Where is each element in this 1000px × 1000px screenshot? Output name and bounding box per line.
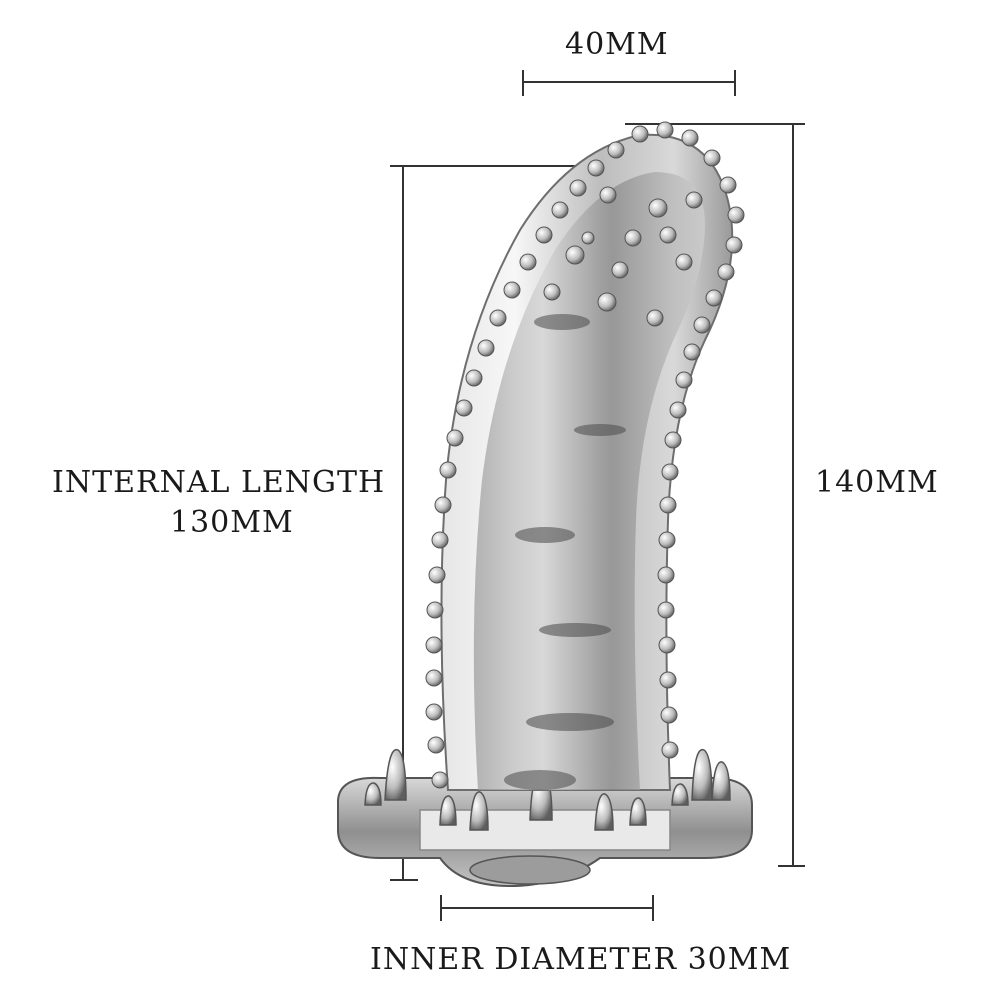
width-label: 40MM (565, 27, 669, 62)
inner-nubs (543, 186, 703, 327)
height-label: 140MM (815, 465, 939, 500)
internal-length-label: INTERNAL LENGTH (52, 465, 386, 500)
internal-ridges (504, 314, 626, 790)
sleeve-body (440, 133, 734, 791)
height-dimension-line (625, 123, 805, 867)
width-dimension-line (522, 70, 736, 96)
outer-nubs-left (425, 141, 625, 789)
outer-nubs-right (631, 121, 745, 759)
internal-length-value: 130MM (170, 505, 294, 540)
diameter-dimension-line (440, 895, 654, 921)
inner-diameter-label: INNER DIAMETER 30MM (370, 942, 792, 977)
